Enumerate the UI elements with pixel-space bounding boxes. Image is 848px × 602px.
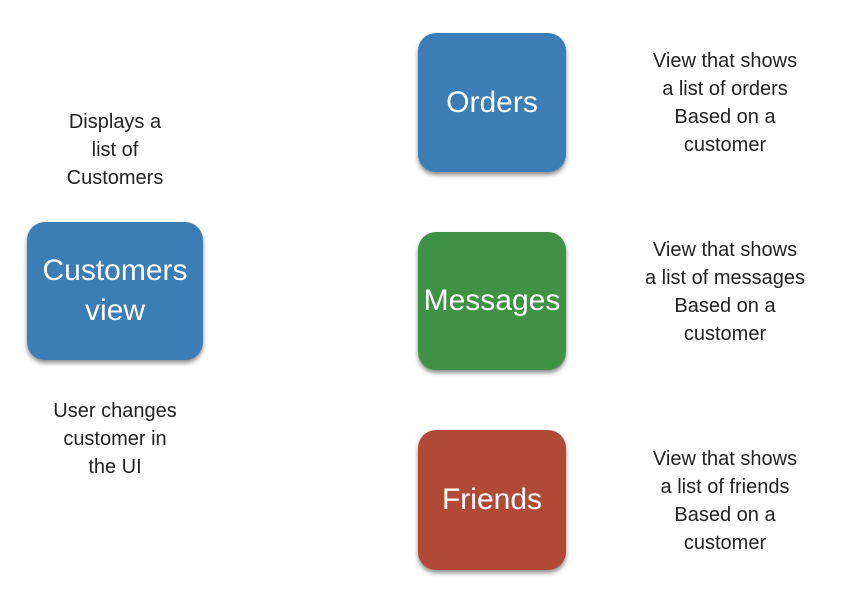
note-line: a list of friends (660, 476, 790, 498)
note-line: list of (91, 139, 139, 161)
note-line: customer (683, 323, 767, 345)
orders-box-label: Orders (446, 85, 538, 119)
note-line: Displays a (68, 111, 162, 133)
messages-note: View that shows a list of messages Based… (620, 236, 830, 348)
customers-note-above: Displays a list of Customers (25, 108, 205, 192)
note-line: View that shows (652, 239, 798, 261)
customers-box-label-line1: Customers (42, 254, 188, 287)
note-line: User changes (53, 400, 177, 422)
customers-view-box: Customers view (27, 222, 203, 360)
friends-view-box: Friends (418, 430, 566, 570)
messages-box-label: Messages (423, 284, 561, 317)
note-line: Based on a (674, 106, 776, 128)
note-line: a list of messages (644, 267, 806, 289)
note-line: View that shows (652, 448, 798, 470)
customers-box-label-line2: view (84, 294, 145, 327)
orders-note: View that shows a list of orders Based o… (625, 47, 825, 159)
orders-view-box: Orders (418, 33, 566, 172)
friends-note: View that shows a list of friends Based … (625, 445, 825, 557)
note-line: Based on a (674, 504, 776, 526)
messages-view-box: Messages (418, 232, 566, 370)
note-line: the UI (88, 456, 142, 478)
note-line: View that shows (652, 50, 798, 72)
note-line: Customers (66, 167, 164, 189)
note-line: customer (683, 532, 767, 554)
friends-box-label: Friends (441, 483, 543, 516)
note-line: a list of orders (662, 78, 788, 100)
customers-note-below: User changes customer in the UI (25, 397, 205, 481)
note-line: customer (683, 134, 767, 156)
note-line: customer in (63, 428, 167, 450)
note-line: Based on a (674, 295, 776, 317)
